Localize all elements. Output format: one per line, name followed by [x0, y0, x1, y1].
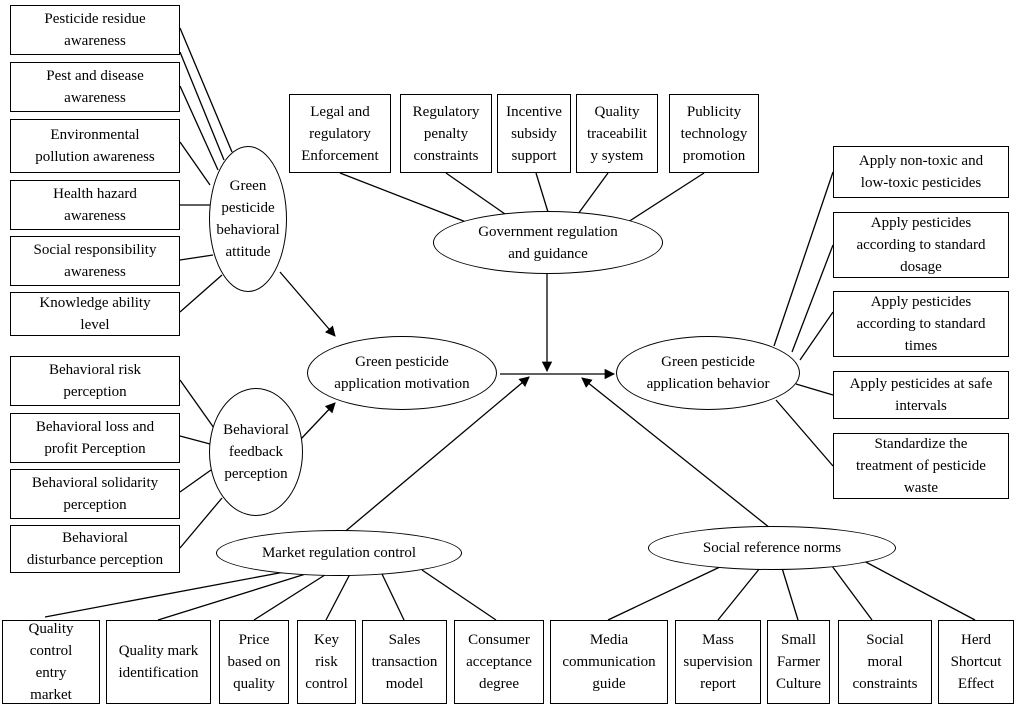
market-factor-3: Price based on quality	[219, 620, 289, 704]
behavior-factor-3: Apply pesticides according to standard t…	[833, 291, 1009, 357]
arrow-social-to-main	[581, 377, 771, 529]
social-factor-1: Media communication guide	[550, 620, 668, 704]
market-factor-6: Consumer acceptance degree	[454, 620, 544, 704]
link-behavior-5	[775, 399, 834, 467]
link-market-2	[157, 571, 313, 621]
link-social-3	[781, 567, 799, 621]
link-feedback-2	[179, 435, 211, 445]
link-attitude-4	[179, 141, 211, 186]
link-behavior-1	[773, 171, 834, 347]
link-feedback-3	[179, 469, 212, 493]
feedback-ellipse: Behavioral feedback perception	[209, 388, 303, 516]
link-market-6	[421, 569, 497, 621]
market-factor-5: Sales transaction model	[362, 620, 447, 704]
link-attitude-7	[179, 274, 223, 313]
government-factor-5: Publicity technology promotion	[669, 94, 759, 173]
link-market-3	[253, 572, 329, 621]
market-factor-2: Quality mark identification	[106, 620, 211, 704]
market-ellipse: Market regulation control	[216, 530, 462, 576]
attitude-factor-1: Pesticide residue awareness	[10, 5, 180, 55]
social-factor-3: Small Farmer Culture	[767, 620, 830, 704]
government-ellipse: Government regulation and guidance	[433, 211, 663, 274]
arrow-feedback-to-motivation	[299, 402, 336, 441]
government-factor-4: Quality traceabilit y system	[576, 94, 658, 173]
social-factor-5: Herd Shortcut Effect	[938, 620, 1014, 704]
link-gov-5	[627, 172, 705, 223]
behavior-factor-5: Standardize the treatment of pesticide w…	[833, 433, 1009, 499]
social-factor-2: Mass supervision report	[675, 620, 761, 704]
motivation-ellipse: Green pesticide application motivation	[307, 336, 497, 410]
link-social-2	[717, 567, 761, 621]
link-behavior-4	[795, 383, 834, 396]
link-feedback-4	[179, 497, 223, 549]
link-gov-1	[339, 172, 467, 223]
social-ellipse: Social reference norms	[648, 526, 896, 570]
link-market-5	[381, 573, 405, 621]
market-factor-4: Key risk control	[297, 620, 356, 704]
link-market-4	[325, 573, 351, 621]
behavior-ellipse: Green pesticide application behavior	[616, 336, 800, 410]
link-social-5	[861, 559, 976, 621]
feedback-factor-1: Behavioral risk perception	[10, 356, 180, 406]
market-factor-1: Quality control entry market	[2, 620, 100, 704]
attitude-factor-2: Pest and disease awareness	[10, 62, 180, 112]
behavior-factor-4: Apply pesticides at safe intervals	[833, 371, 1009, 419]
feedback-factor-2: Behavioral loss and profit Perception	[10, 413, 180, 463]
government-factor-2: Regulatory penalty constraints	[400, 94, 492, 173]
attitude-factor-6: Knowledge ability level	[10, 292, 180, 336]
social-factor-4: Social moral constraints	[838, 620, 932, 704]
feedback-factor-4: Behavioral disturbance perception	[10, 525, 180, 573]
link-behavior-3	[799, 311, 834, 361]
attitude-factor-4: Health hazard awareness	[10, 180, 180, 230]
link-market-1	[44, 569, 296, 618]
attitude-factor-3: Environmental pollution awareness	[10, 119, 180, 173]
arrow-attitude-to-motivation	[279, 271, 336, 337]
link-social-1	[607, 565, 723, 621]
link-gov-3	[535, 172, 549, 213]
attitude-ellipse: Green pesticide behavioral attitude	[209, 146, 287, 292]
link-feedback-1	[179, 379, 215, 429]
link-gov-2	[445, 172, 506, 215]
government-factor-1: Legal and regulatory Enforcement	[289, 94, 391, 173]
link-attitude-3	[179, 85, 219, 171]
feedback-factor-3: Behavioral solidarity perception	[10, 469, 180, 519]
attitude-factor-5: Social responsibility awareness	[10, 236, 180, 286]
government-factor-3: Incentive subsidy support	[497, 94, 571, 173]
link-social-4	[831, 565, 873, 621]
link-attitude-1	[179, 27, 233, 153]
link-attitude-6	[179, 254, 214, 261]
link-attitude-2	[179, 51, 225, 161]
behavior-factor-1: Apply non-toxic and low-toxic pesticides	[833, 146, 1009, 198]
link-behavior-2	[791, 244, 834, 353]
behavior-factor-2: Apply pesticides according to standard d…	[833, 212, 1009, 278]
link-gov-4	[577, 172, 609, 215]
arrow-market-to-main	[334, 376, 530, 541]
